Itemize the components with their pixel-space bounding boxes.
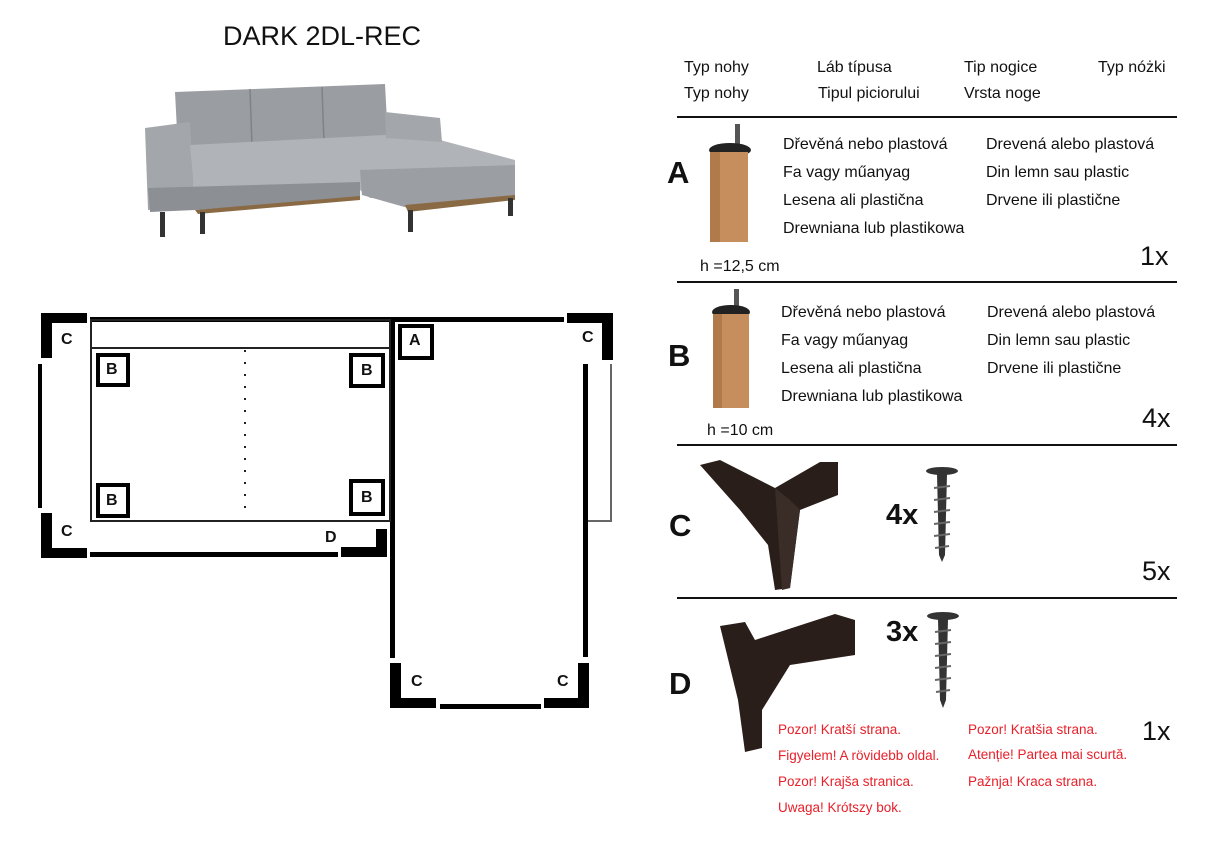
diagram-label-a: A [409,332,421,349]
part-c-screw-count: 4x [886,499,919,531]
screw-d-image [927,612,959,708]
header-label: Typ nóżki [1098,59,1166,76]
leg-d-image [720,614,855,752]
leg-b-image [712,289,750,408]
part-c-quantity: 5x [1142,556,1171,586]
part-a-letter: A [667,155,690,190]
warning-text: Pažnja! Kraca strana. [968,774,1098,789]
material-text: Lesena ali plastična [783,192,924,209]
material-text: Fa vagy műanyag [781,332,909,349]
divider [677,597,1177,599]
leg-a-image [709,124,751,242]
page-title: DARK 2DL-REC [223,21,422,51]
material-text: Drevená alebo plastová [987,304,1156,321]
header-label: Láb típusa [817,59,892,76]
material-text: Drvene ili plastične [987,360,1122,377]
material-text: Din lemn sau plastic [986,164,1130,181]
diagram-label-b: B [106,361,118,378]
screw-c-image [926,467,958,562]
material-text: Drewniana lub plastikowa [783,220,965,237]
header-label: Tipul piciorului [818,85,920,102]
divider [677,444,1177,446]
part-a-quantity: 1x [1140,241,1169,271]
part-d-screw-count: 3x [886,616,919,648]
diagram-label-c: C [557,673,569,690]
warning-text: Figyelem! A rövidebb oldal. [778,748,940,763]
diagram-label-c: C [411,673,423,690]
diagram-label-b: B [361,489,373,506]
part-d-letter: D [669,666,692,701]
divider [677,281,1177,283]
material-text: Din lemn sau plastic [987,332,1131,349]
leg-c-image [700,460,838,590]
part-c-letter: C [669,508,692,543]
material-text: Dřevěná nebo plastová [783,136,948,153]
material-text: Drewniana lub plastikowa [781,388,963,405]
warning-text: Atenție! Partea mai scurtă. [968,747,1128,762]
divider [677,116,1177,118]
diagram-label-b: B [361,362,373,379]
part-a-height: h =12,5 cm [700,258,780,275]
warning-text: Pozor! Krajša stranica. [778,774,914,789]
material-text: Drevená alebo plastová [986,136,1155,153]
diagram-label-d: D [325,529,337,546]
diagram-label-b: B [106,492,118,509]
part-b-quantity: 4x [1142,403,1171,433]
header-label: Vrsta noge [964,85,1041,102]
material-text: Dřevěná nebo plastová [781,304,946,321]
part-d-quantity: 1x [1142,716,1171,746]
part-b-height: h =10 cm [707,422,774,439]
warning-text: Pozor! Kratšia strana. [968,722,1098,737]
material-text: Fa vagy műanyag [783,164,911,181]
part-b-letter: B [668,338,691,373]
header-label: Typ nohy [684,59,749,76]
diagram-label-c: C [582,329,594,346]
diagram-label-c: C [61,523,73,540]
header-label: Tip nogice [964,59,1038,76]
material-text: Drvene ili plastične [986,192,1121,209]
warning-text: Uwaga! Krótszy bok. [778,800,902,815]
diagram-label-c: C [61,331,73,348]
warning-text: Pozor! Kratší strana. [778,722,902,737]
header-label: Typ nohy [684,85,749,102]
material-text: Lesena ali plastična [781,360,922,377]
